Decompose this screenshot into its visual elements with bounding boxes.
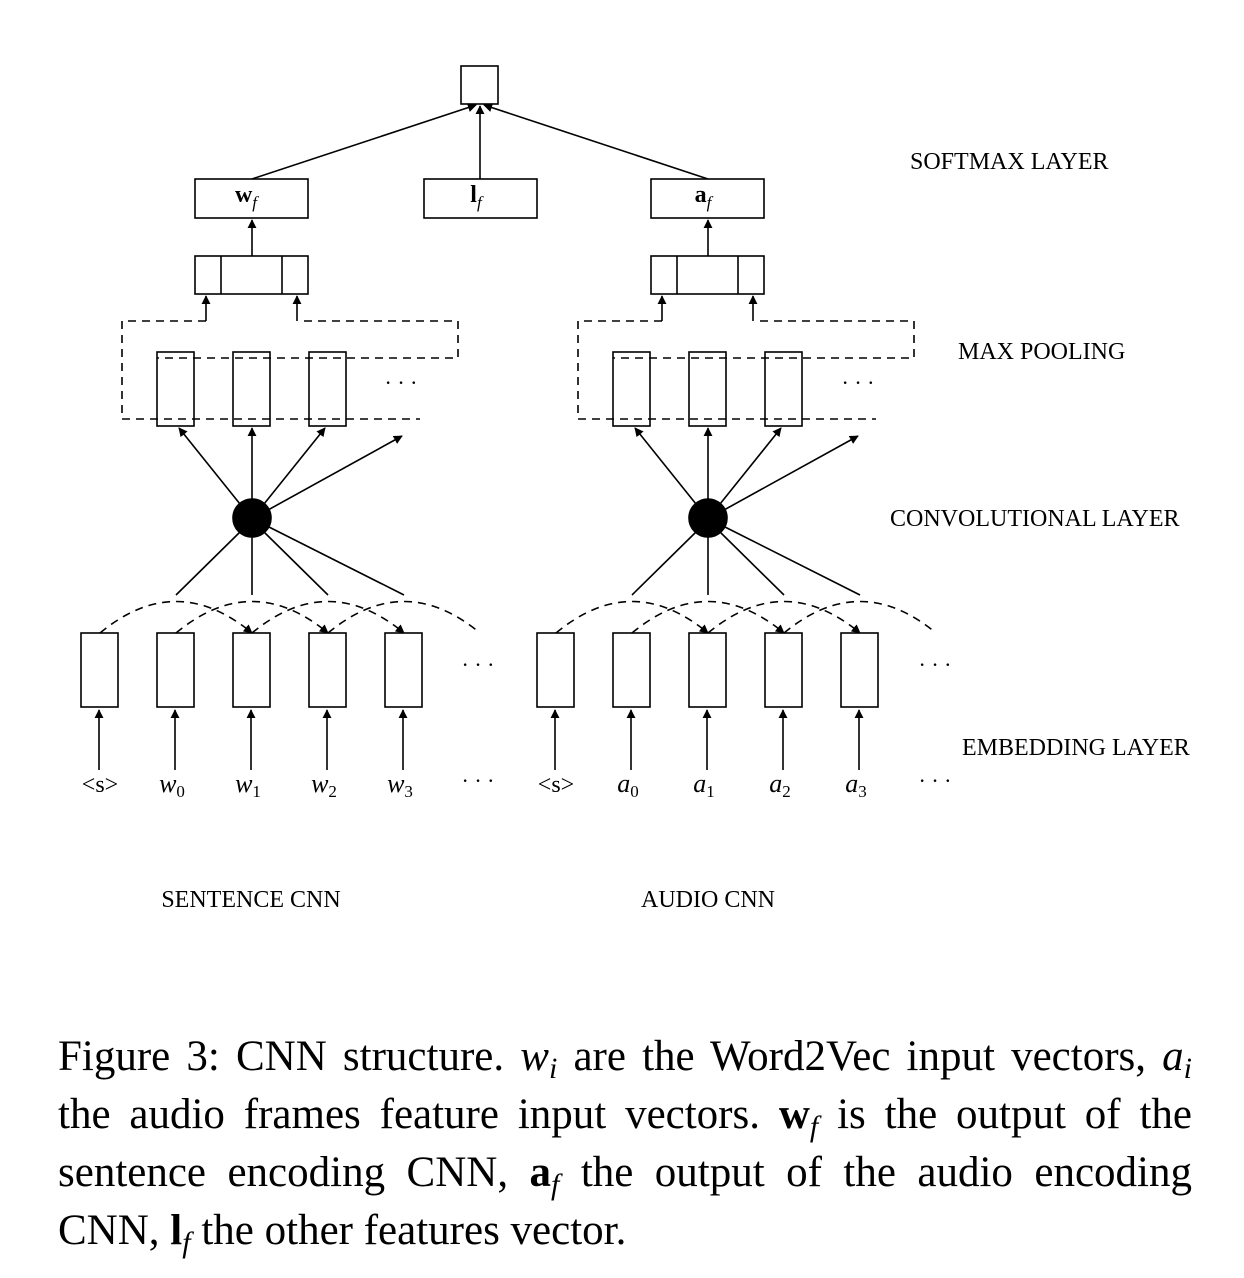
audio-input-a2: a2 [769,769,791,801]
audio-embedding-box-4 [840,632,879,708]
audio-conv-input-2 [719,531,785,596]
sentence-input-w0: w0 [159,769,185,801]
sentence-input-start-token: <s> [82,772,118,798]
wf-vector-box [194,178,309,219]
audio-embedding-box-3 [764,632,803,708]
audio-conv-node [688,498,728,538]
audio-conv-input-0 [631,531,697,596]
sentence-embedding-box-1 [156,632,195,708]
audio-feature-map-0 [612,351,651,427]
audio-pooled-vector-box [650,255,765,295]
audio-feature-map-2 [764,351,803,427]
audio-embedding-ellipsis: · · · [919,652,952,677]
audio-input-a3: a3 [845,769,867,801]
sentence-receptive-arc-1 [175,600,329,634]
audio-pool-ellipsis: · · · [842,370,875,395]
af-vector-label: af [695,182,714,212]
audio-cnn-label: AUDIO CNN [641,887,775,913]
audio-input-a1: a1 [693,769,715,801]
sentence-conv-input-2 [263,531,329,596]
sentence-embedding-ellipsis: · · · [462,652,495,677]
audio-conv-arrow-0 [634,427,697,505]
audio-embedding-box-1 [612,632,651,708]
softmax-layer-label: SOFTMAX LAYER [910,149,1108,175]
audio-embedding-box-0 [536,632,575,708]
sentence-pooled-vector-box [194,255,309,295]
embedding-layer-label: EMBEDDING LAYER [962,735,1190,761]
audio-maxpool-region-inner [613,320,915,359]
audio-conv-arrow-2 [719,427,782,505]
audio-receptive-arc-0 [555,600,709,634]
sentence-conv-arrow-3 [267,435,403,511]
diagram-lines [80,65,937,770]
wf-to-softmax-arrow [251,103,477,180]
cnn-structure-diagram: SOFTMAX LAYER MAX POOLING CONVOLUTIONAL … [80,65,1190,913]
audio-receptive-arc-1 [631,600,785,634]
audio-input-ellipsis: · · · [919,768,952,793]
audio-feature-map-1 [688,351,727,427]
sentence-conv-input-3 [268,526,405,596]
sentence-conv-node [232,498,272,538]
audio-input-a0: a0 [617,769,639,801]
sentence-conv-arrow-0 [178,427,241,505]
sentence-input-w2: w2 [311,769,337,801]
audio-input-start-token: <s> [538,772,574,798]
audio-conv-arrow-3 [723,435,859,511]
sentence-receptive-arc-0 [99,600,253,634]
sentence-embedding-box-4 [384,632,423,708]
sentence-input-ellipsis: · · · [462,768,495,793]
sentence-embedding-box-3 [308,632,347,708]
audio-embedding-box-2 [688,632,727,708]
softmax-output-box [460,65,499,105]
audio-receptive-arc-2 [707,600,861,634]
sentence-maxpool-region-outer [121,320,420,420]
wf-vector-label: wf [235,182,259,212]
sentence-embedding-box-2 [232,632,271,708]
max-pooling-label: MAX POOLING [958,339,1125,365]
convolutional-layer-label: CONVOLUTIONAL LAYER [890,506,1180,532]
sentence-embedding-box-0 [80,632,119,708]
sentence-receptive-arc-3 [327,600,481,634]
sentence-conv-arrow-2 [263,427,326,505]
sentence-input-w3: w3 [387,769,413,801]
sentence-maxpool-region-inner [157,320,459,359]
audio-receptive-arc-3 [783,600,937,634]
figure-caption: Figure 3: CNN structure. wi are the Word… [58,1033,1193,1259]
audio-maxpool-region-outer [577,320,876,420]
sentence-feature-map-0 [156,351,195,427]
sentence-cnn-label: SENTENCE CNN [161,887,340,913]
sentence-receptive-arc-2 [251,600,405,634]
af-to-softmax-arrow [483,103,709,180]
sentence-input-w1: w1 [235,769,261,801]
sentence-pool-ellipsis: · · · [385,370,418,395]
sentence-feature-map-2 [308,351,347,427]
audio-conv-input-3 [724,526,861,596]
lf-vector-label: lf [470,182,484,212]
sentence-conv-input-0 [175,531,241,596]
sentence-feature-map-1 [232,351,271,427]
